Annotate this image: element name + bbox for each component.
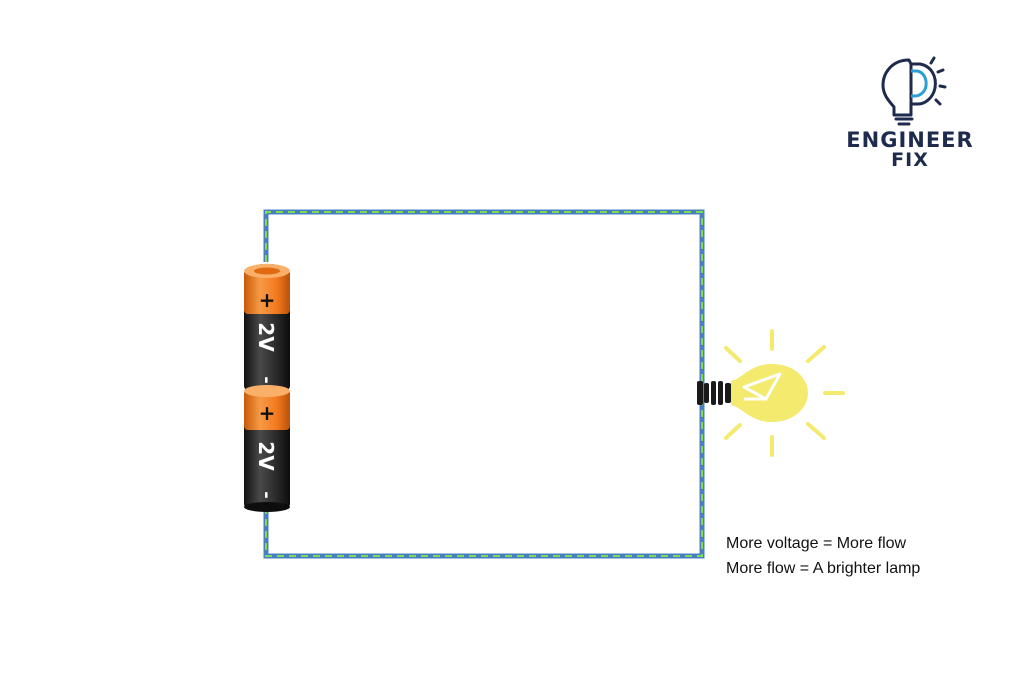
light-bulb-icon [697,329,845,457]
current-flow-dashes [265,211,703,557]
caption-brightness: More flow = A brighter lamp [726,560,921,577]
battery-1: + 2V - [244,263,290,390]
lightbulb-gear-icon [881,56,947,126]
battery-cap [244,270,290,314]
bulb-filament [742,372,782,401]
battery-plus-sign: + [259,288,276,312]
battery-minus-sign: - [256,376,277,383]
wire [263,209,705,559]
wire-loop [263,209,705,559]
logo-text-line1: ENGINEER [846,128,974,152]
caption-voltage: More voltage = More flow [726,535,907,552]
battery-2: + 2V - [244,385,290,512]
bulb-base [697,381,731,405]
battery-minus-sign: - [256,491,277,498]
light-rays [724,329,845,457]
battery-cap [244,390,290,430]
logo-text-line2: FIX [891,149,929,171]
battery-voltage-label: 2V [254,441,278,471]
battery-voltage-label: 2V [254,322,278,352]
battery-plus-sign: + [259,401,276,425]
